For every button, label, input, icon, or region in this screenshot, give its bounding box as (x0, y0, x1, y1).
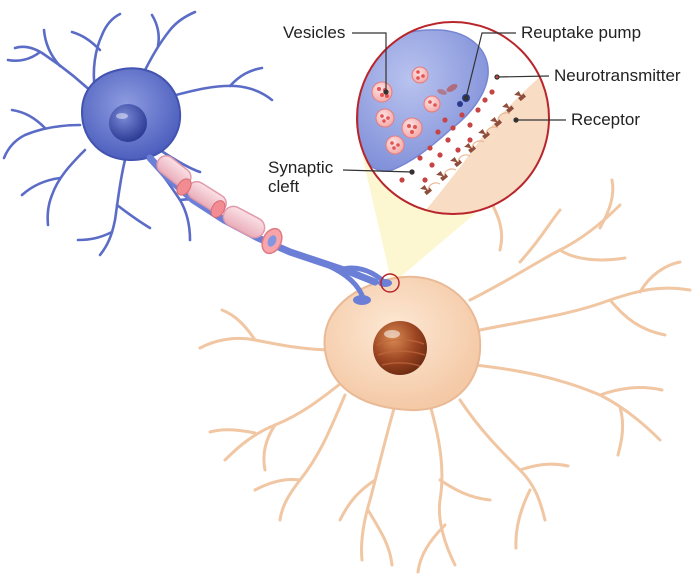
neurotransmitters (399, 74, 500, 183)
postsynaptic-nucleus (373, 321, 427, 375)
label-reuptake-pump: Reuptake pump (521, 23, 642, 42)
leader-vesicles (352, 32, 387, 92)
receptors (420, 91, 527, 196)
leader-neurotransmitter (496, 75, 550, 78)
presynaptic-nucleus (109, 104, 147, 142)
leader-synaptic-cleft (342, 169, 413, 173)
leader-reuptake (465, 32, 516, 99)
label-vesicles: Vesicles (283, 23, 346, 42)
synapse-zoom-target (380, 273, 400, 293)
label-synaptic-line2: cleft (268, 177, 300, 196)
axon-terminals (317, 259, 385, 298)
presynaptic-dendrites (2, 10, 274, 257)
nodes-of-ranvier (176, 178, 283, 255)
vesicles (371, 66, 458, 155)
axon (146, 154, 392, 305)
myelin-sheaths (156, 155, 266, 239)
label-synaptic-cleft: Synaptic cleft (268, 158, 333, 196)
label-receptor: Receptor (571, 110, 640, 129)
label-neurotransmitter: Neurotransmitter (554, 66, 681, 85)
leader-lines (342, 32, 566, 175)
label-synaptic-line1: Synaptic (268, 158, 334, 177)
